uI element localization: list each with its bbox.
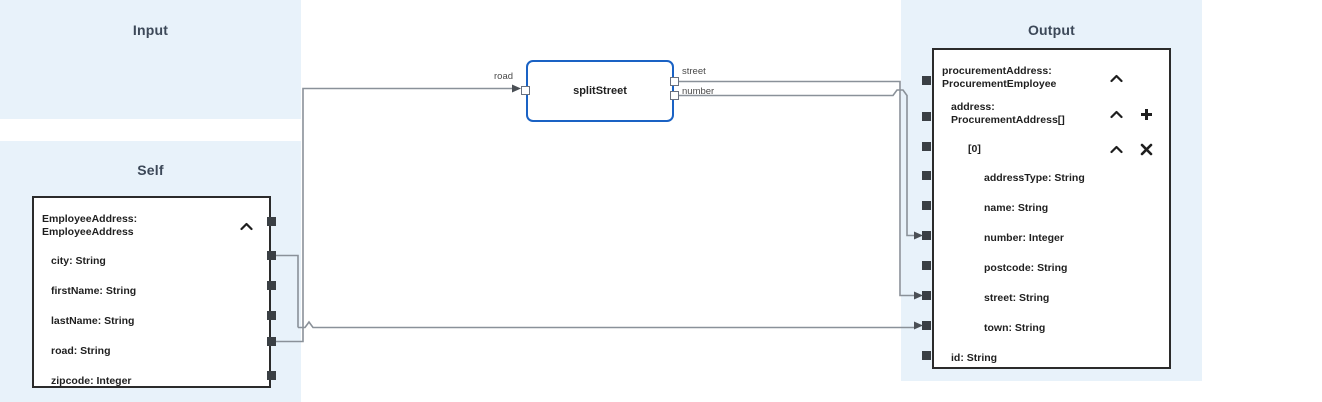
function-output-port-number[interactable] <box>670 91 679 100</box>
output-panel-title: Output <box>1027 22 1076 38</box>
port-output-name[interactable] <box>922 201 931 210</box>
schema-row[interactable]: firstName: String <box>34 276 269 306</box>
schema-row-label: [0] <box>968 142 981 155</box>
port-output-number[interactable] <box>922 231 931 240</box>
input-panel-title: Input <box>132 22 169 38</box>
schema-row[interactable]: [0] <box>934 134 1169 164</box>
schema-row-label: name: String <box>984 201 1049 214</box>
function-node-label: splitStreet <box>573 85 627 97</box>
schema-row[interactable]: addressType: String <box>934 163 1169 193</box>
schema-row-label: firstName: String <box>51 284 137 297</box>
schema-row-label: address: ProcurementAddress[] <box>951 101 1065 126</box>
port-output-index-0[interactable] <box>922 142 931 151</box>
schema-row-label: lastName: String <box>51 314 135 327</box>
port-self-road[interactable] <box>267 337 276 346</box>
schema-row[interactable]: name: String <box>934 193 1169 223</box>
port-output-address[interactable] <box>922 112 931 121</box>
port-output-street[interactable] <box>922 291 931 300</box>
self-schema-node[interactable]: EmployeeAddress: EmployeeAddress city: S… <box>32 196 271 388</box>
schema-row[interactable]: zipcode: Integer <box>34 366 269 396</box>
schema-row[interactable]: town: String <box>934 313 1169 343</box>
plus-icon[interactable] <box>1131 108 1161 121</box>
function-output-port-label-street: street <box>682 66 706 77</box>
function-node-splitstreet[interactable]: splitStreet <box>526 60 674 122</box>
schema-row[interactable]: street: String <box>934 283 1169 313</box>
wire-self-city-horizontal <box>298 320 915 329</box>
chevron-up-icon[interactable] <box>231 222 261 231</box>
schema-row[interactable]: id: String <box>934 343 1169 373</box>
self-panel-title: Self <box>137 162 164 178</box>
schema-row-icons <box>1101 143 1169 156</box>
arrow-head <box>512 84 521 93</box>
port-self-firstname[interactable] <box>267 281 276 290</box>
input-panel: Input <box>0 0 301 119</box>
wire-splitstreet-street-to-output-street <box>679 80 915 297</box>
schema-row[interactable]: address: ProcurementAddress[] <box>934 97 1169 131</box>
schema-row-label: road: String <box>51 344 111 357</box>
schema-row[interactable]: road: String <box>34 336 269 366</box>
schema-row[interactable]: postcode: String <box>934 253 1169 283</box>
chevron-up-icon[interactable] <box>1101 145 1131 154</box>
schema-row-label: addressType: String <box>984 171 1085 184</box>
schema-row-icons <box>231 222 269 231</box>
wire-self-road-to-splitstreet-road <box>276 87 513 343</box>
function-output-port-label-number: number <box>682 86 715 97</box>
close-icon[interactable] <box>1131 143 1161 156</box>
port-self-city[interactable] <box>267 251 276 260</box>
output-schema-node[interactable]: procurementAddress: ProcurementEmployee … <box>932 48 1171 369</box>
schema-row-label: number: Integer <box>984 231 1064 244</box>
chevron-up-icon[interactable] <box>1101 74 1131 83</box>
schema-row-label: postcode: String <box>984 261 1068 274</box>
port-self-zipcode[interactable] <box>267 371 276 380</box>
schema-row-icons <box>1101 74 1169 83</box>
schema-row-label: street: String <box>984 291 1050 304</box>
schema-row-icons <box>1101 108 1169 121</box>
schema-row-label: id: String <box>951 351 998 364</box>
schema-row-label: procurementAddress: ProcurementEmployee <box>942 65 1057 90</box>
schema-row[interactable]: city: String <box>34 246 269 276</box>
port-output-town[interactable] <box>922 321 931 330</box>
chevron-up-icon[interactable] <box>1101 110 1131 119</box>
schema-row[interactable]: EmployeeAddress: EmployeeAddress <box>34 209 269 243</box>
schema-row-label: EmployeeAddress: EmployeeAddress <box>42 213 138 238</box>
wire-splitstreet-number-to-output-number <box>679 89 915 237</box>
schema-row[interactable]: procurementAddress: ProcurementEmployee <box>934 61 1169 95</box>
function-output-port-street[interactable] <box>670 77 679 86</box>
port-self-employeeaddress[interactable] <box>267 217 276 226</box>
schema-row[interactable]: lastName: String <box>34 306 269 336</box>
port-output-id[interactable] <box>922 351 931 360</box>
schema-row-label: zipcode: Integer <box>51 374 132 387</box>
schema-row-label: city: String <box>51 254 106 267</box>
function-input-port-label-road: road <box>494 71 514 82</box>
port-output-procurementaddress[interactable] <box>922 76 931 85</box>
function-input-port-road[interactable] <box>521 86 530 95</box>
schema-row-label: town: String <box>984 321 1046 334</box>
port-self-lastname[interactable] <box>267 311 276 320</box>
port-output-postcode[interactable] <box>922 261 931 270</box>
schema-row[interactable]: number: Integer <box>934 223 1169 253</box>
port-output-addresstype[interactable] <box>922 171 931 180</box>
